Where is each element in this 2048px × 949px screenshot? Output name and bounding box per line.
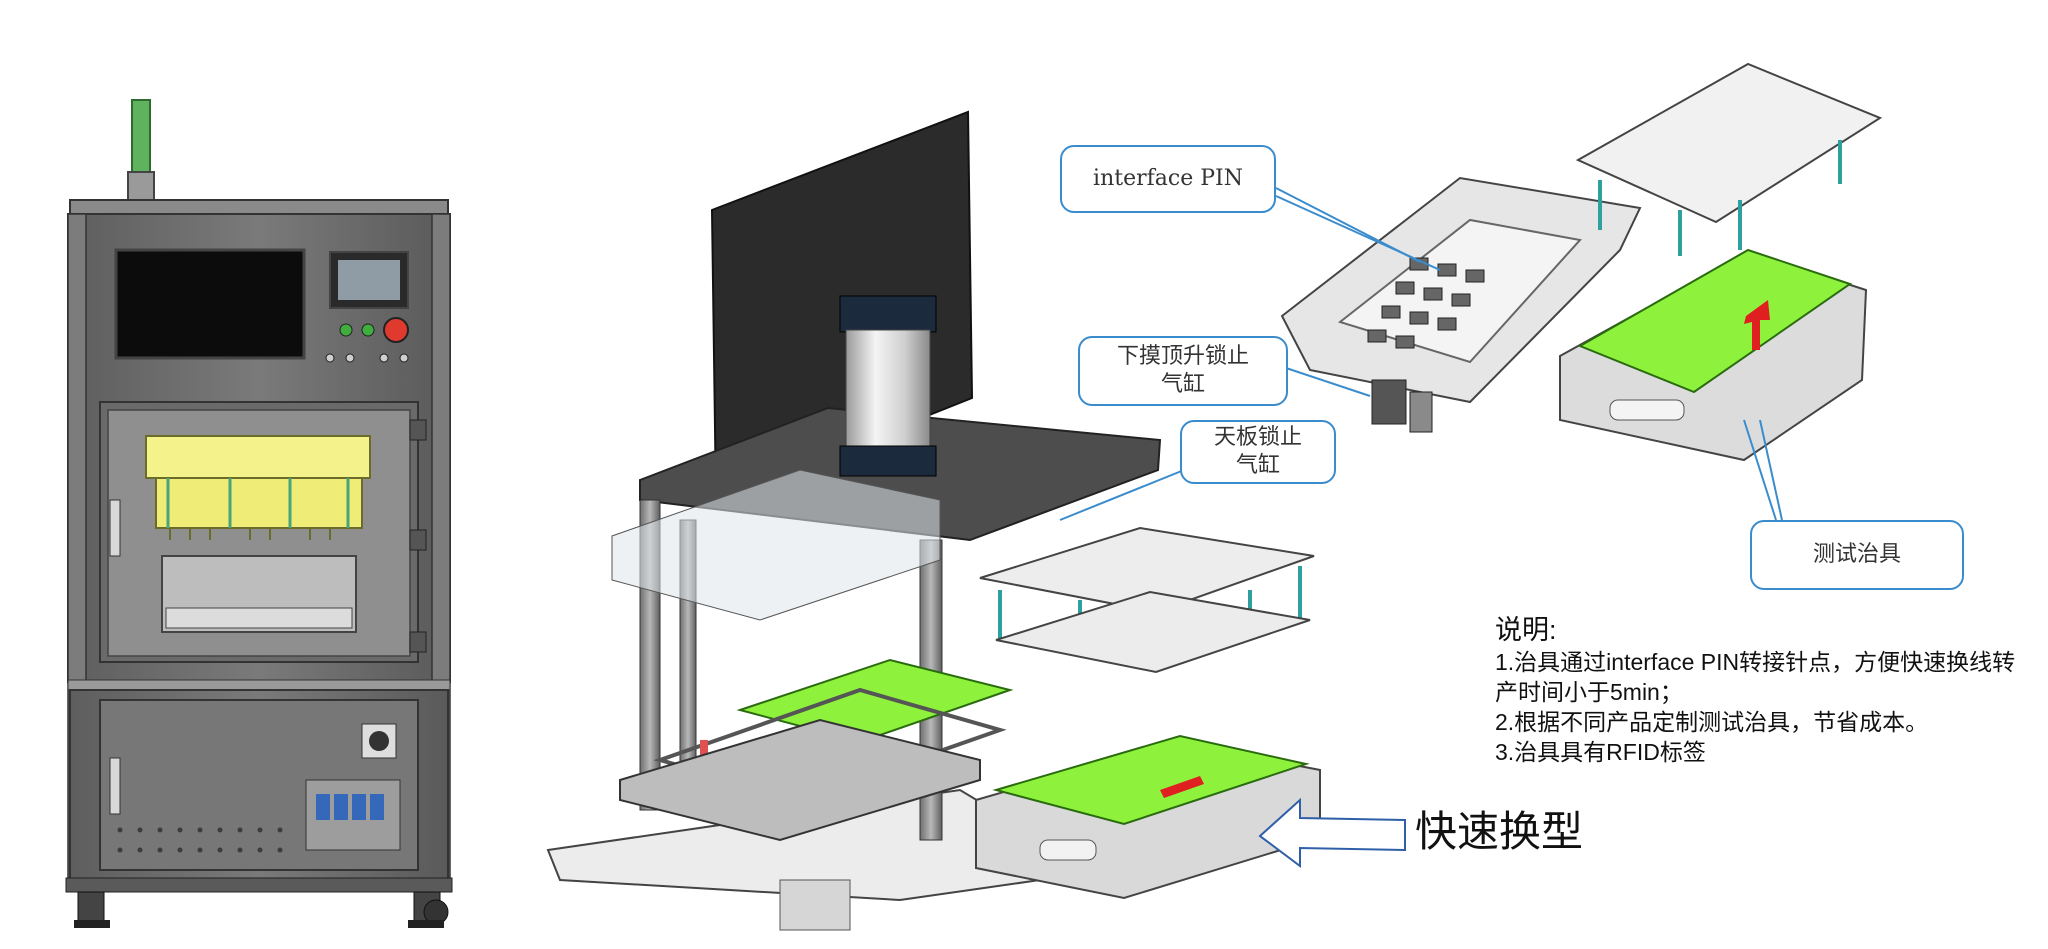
notes-line-2: 产时间小于5min； xyxy=(1495,679,1683,705)
fixture-top-plate xyxy=(979,526,1315,614)
fixture-exploded-view xyxy=(1280,62,1883,462)
tower-light xyxy=(131,99,151,173)
notes-line-4: 3.治具具有RFID标签 xyxy=(1495,739,1706,765)
callout-lower-mold-line2: 气缸 xyxy=(1160,372,1205,397)
start-button xyxy=(339,323,353,337)
lower-mold-cylinder xyxy=(1371,379,1407,425)
monitor-screen xyxy=(114,248,306,360)
callout-interface-pin: interface PIN xyxy=(1060,145,1276,213)
press-mechanism xyxy=(546,110,1406,931)
notes-block: 说明: 1.治具通过interface PIN转接针点，方便快速换线转 产时间小… xyxy=(1495,613,2035,767)
notes-title: 说明: xyxy=(1495,615,1557,645)
callout-interface-pin-text: interface PIN xyxy=(1093,166,1243,191)
quick-change-label: 快速换型 xyxy=(1415,808,1584,855)
interface-pin-blocks xyxy=(1367,257,1485,349)
callout-top-plate-line2: 气缸 xyxy=(1235,453,1280,478)
callout-test-fixture: 测试治具 xyxy=(1750,520,1964,590)
pcb-front xyxy=(992,734,1310,826)
callout-lower-mold-line1: 下摸顶升锁止 xyxy=(1116,344,1249,369)
lift-cylinder xyxy=(839,295,937,477)
emergency-stop xyxy=(383,317,409,343)
fixture-in-window xyxy=(145,435,371,540)
pcb-right xyxy=(1577,248,1853,394)
fixture-cover-plate xyxy=(1575,62,1883,224)
callout-top-plate-line1: 天板锁止 xyxy=(1213,425,1302,450)
callout-leaders xyxy=(1059,187,1783,521)
notes-line-1: 1.治具通过interface PIN转接针点，方便快速换线转 xyxy=(1495,649,2016,675)
callout-top-plate-cylinder: 天板锁止 气缸 xyxy=(1180,420,1336,484)
test-cabinet xyxy=(65,99,453,928)
pcb-inner xyxy=(736,658,1014,744)
quick-change-arrow xyxy=(1258,797,1406,868)
callout-test-fixture-text: 测试治具 xyxy=(1812,542,1901,567)
notes-line-3: 2.根据不同产品定制测试治具，节省成本。 xyxy=(1495,709,1929,735)
callout-lower-mold-cylinder: 下摸顶升锁止 气缸 xyxy=(1078,336,1288,406)
